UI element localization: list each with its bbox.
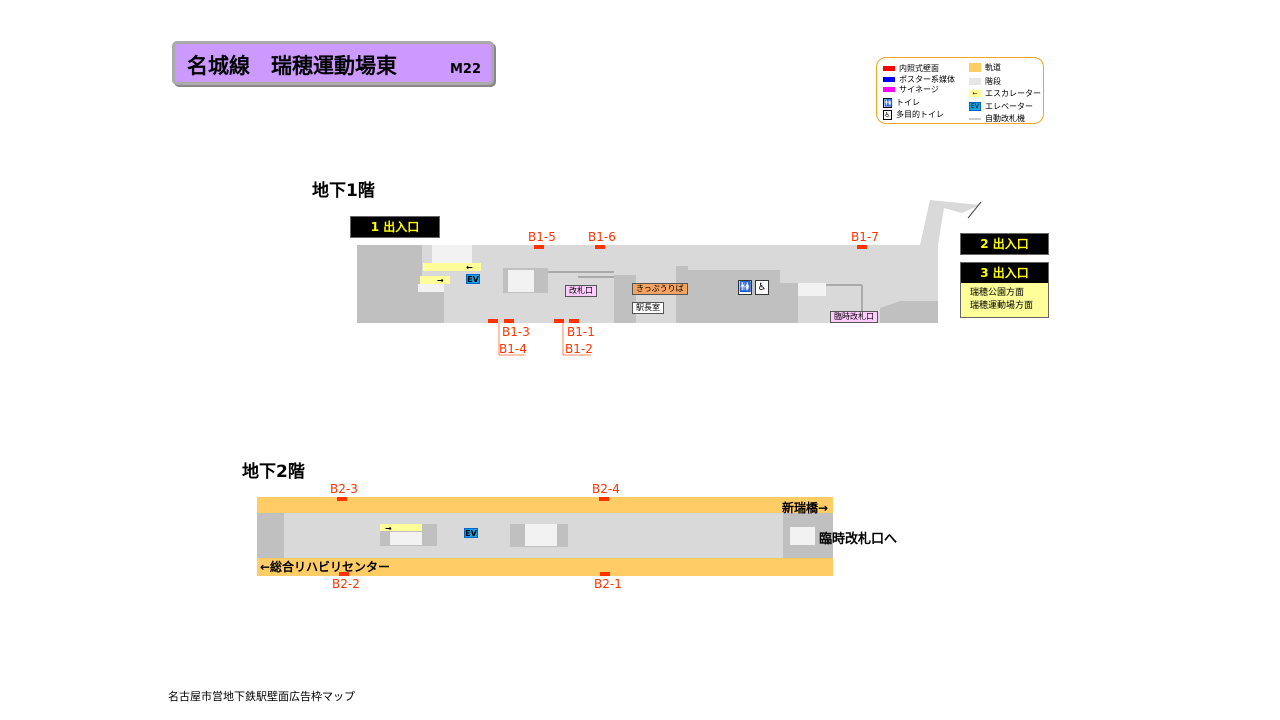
legend-label: トイレ (896, 98, 920, 107)
svg-text:←: ← (466, 263, 473, 272)
ad-label: B1-5 (528, 230, 556, 244)
ad-label: B2-1 (594, 577, 622, 591)
temporary-gate-label: 臨時改札口 (830, 311, 878, 323)
stairs-swatch (969, 78, 981, 85)
ad-label: B1-3 (502, 325, 530, 339)
station-code: M22 (449, 62, 481, 77)
legend-label: 階段 (985, 77, 1001, 86)
ad-frame-b1-1[interactable] (569, 319, 579, 323)
station-name: 名城線 瑞穂運動場東 (187, 54, 397, 78)
signage-swatch (883, 87, 895, 92)
escalator-arrow-icon: ← (969, 90, 981, 97)
legend-label: エレベーター (985, 102, 1033, 111)
ad-frame-b1-7[interactable] (857, 245, 867, 249)
escalator (423, 263, 481, 271)
wall-ad-swatch (883, 66, 895, 71)
direction-shinmizuhobashi: 新瑞橋→ (782, 501, 829, 515)
footer: 名古屋市営地下鉄駅壁面広告枠マップ (168, 690, 355, 703)
ad-frame-b1-4[interactable] (488, 319, 498, 323)
ticket-gate-label: 改札口 (565, 285, 597, 297)
escalator (420, 276, 450, 284)
elevator-icon: EV (466, 274, 480, 284)
accessible-toilet-icon: ♿ (755, 280, 769, 295)
ad-frame-b2-2[interactable] (339, 572, 349, 576)
toilet-icon: 🚻 (738, 280, 752, 295)
elevator-icon: EV (969, 102, 981, 111)
ticket-gate-icon (969, 117, 981, 120)
legend-label: 多目的トイレ (896, 110, 944, 119)
ad-label: B1-1 (567, 325, 595, 339)
legend-label: ポスター系媒体 (899, 75, 955, 84)
track-swatch (969, 63, 981, 72)
exit-3-box: 3 出入口 瑞穂公園方面 瑞穂運動場方面 (960, 262, 1049, 318)
b2-floor: → (257, 497, 833, 576)
legend-label: 自動改札機 (985, 114, 1025, 123)
station-office-label: 駅長室 (632, 302, 664, 314)
legend-label: 軌道 (985, 63, 1001, 72)
legend-label: 内照式壁面 (899, 64, 939, 73)
ad-frame-b1-3[interactable] (504, 319, 514, 323)
toilet-icon: 🚻 (883, 97, 893, 108)
b1-floor-title: 地下1階 (312, 181, 375, 201)
elevator-icon: EV (464, 528, 478, 538)
ad-frame-b2-3[interactable] (337, 497, 347, 501)
ad-label: B1-7 (851, 230, 879, 244)
ad-label: B1-4 (499, 342, 527, 356)
ad-frame-b1-6[interactable] (595, 245, 605, 249)
legend-label: サイネージ (899, 85, 939, 94)
station-title: 名城線 瑞穂運動場東 M22 (172, 41, 494, 85)
ad-label: B1-6 (588, 230, 616, 244)
legend-label: エスカレーター (985, 89, 1041, 98)
exit-1-label: 1 出入口 (350, 216, 440, 238)
ad-frame-b2-4[interactable] (599, 497, 609, 501)
ad-frame-b2-1[interactable] (600, 572, 610, 576)
b1-floor: ←→ (357, 200, 982, 356)
svg-text:→: → (437, 276, 444, 285)
exit-3-dest-2: 瑞穂運動場方面 (970, 301, 1034, 311)
ad-frame-b1-2[interactable] (554, 319, 564, 323)
ticket-office-label: きっぷうりば (632, 283, 688, 295)
poster-swatch (883, 77, 895, 82)
to-temporary-gate: 臨時改札口へ (819, 532, 898, 547)
legend: 内照式壁面 ポスター系媒体 サイネージ 🚻トイレ ♿ 多目的トイレ 軌道 階段 ←… (876, 57, 1044, 124)
ad-frame-b1-5[interactable] (534, 245, 544, 249)
ad-label: B2-3 (330, 482, 358, 496)
b2-floor-title: 地下2階 (242, 462, 305, 482)
exit-3-label: 3 出入口 (961, 263, 1048, 283)
svg-text:→: → (385, 524, 392, 533)
ad-label: B2-2 (332, 577, 360, 591)
exit-2-label: 2 出入口 (960, 233, 1049, 255)
direction-rehab-center: ←総合リハビリセンター (260, 560, 391, 574)
exit-3-dest-1: 瑞穂公園方面 (970, 288, 1025, 298)
ad-label: B2-4 (592, 482, 620, 496)
ad-label: B1-2 (565, 342, 593, 356)
accessible-toilet-icon: ♿ (883, 109, 892, 120)
